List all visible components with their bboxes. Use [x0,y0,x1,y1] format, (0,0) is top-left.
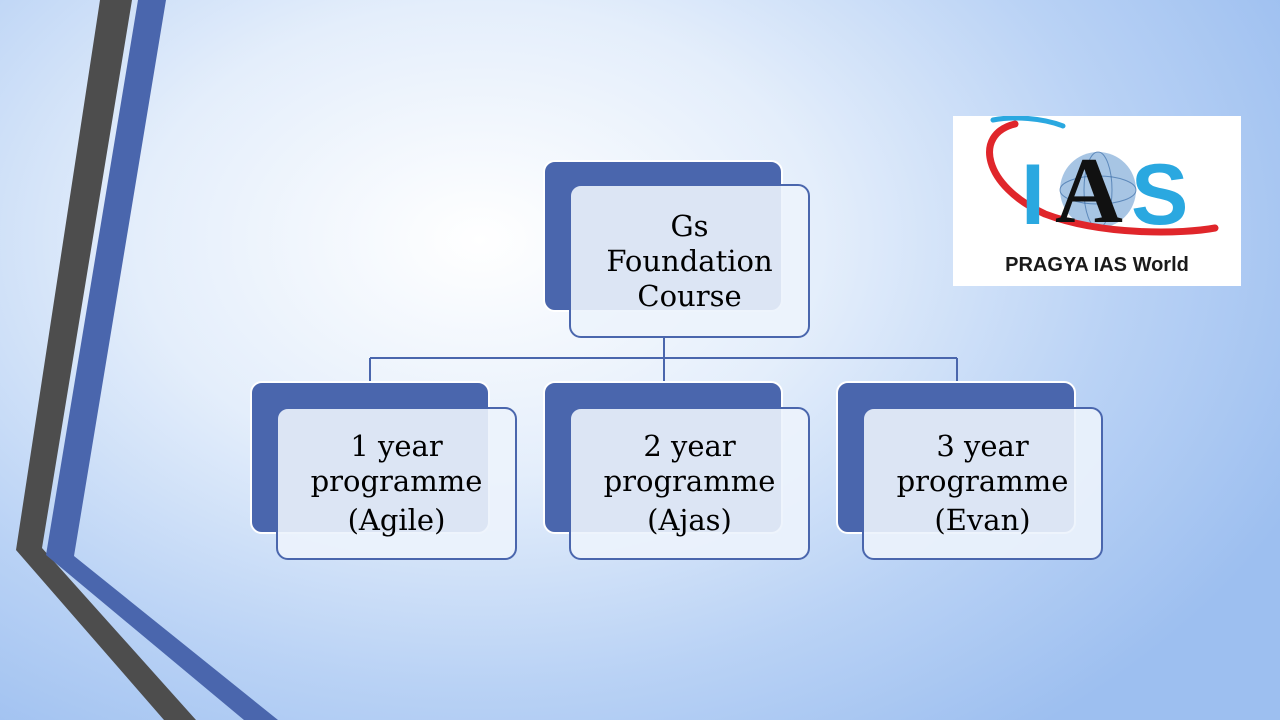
blue-swoosh [990,115,1066,129]
blue-stripe [46,0,278,720]
root-line-2: Foundation [606,243,773,278]
logo-letter-s: S [1131,147,1188,243]
dark-stripe [16,0,196,720]
logo-emblem: I A S [986,115,1219,243]
decorative-stripes [16,0,278,720]
child-1-line-1: 1 year [350,429,443,463]
child-3-line-3: (Evan) [934,503,1031,537]
root-node-front: Gs Foundation Course [569,184,810,338]
child-3-line-2: programme [896,464,1069,498]
red-swoosh [986,120,1219,236]
child-node-2-front: 2 year programme (Ajas) [569,407,810,560]
logo-letter-i: I [1021,147,1045,243]
child-3-line-1: 3 year [936,429,1029,463]
logo-name: PRAGYA IAS World [1005,254,1189,276]
child-node-3-front: 3 year programme (Evan) [862,407,1103,560]
logo-letter-a: A [1055,139,1123,243]
child-1-line-2: programme [310,464,483,498]
root-line-3: Course [637,278,742,313]
child-1-line-3: (Agile) [347,503,446,537]
child-2-line-3: (Ajas) [647,503,732,537]
globe-icon [1060,152,1136,228]
root-line-1: Gs [670,208,709,243]
pragya-ias-logo: I A S PRAGYA IAS World [953,115,1241,286]
child-node-1-front: 1 year programme (Agile) [276,407,517,560]
child-2-line-2: programme [603,464,776,498]
child-2-line-1: 2 year [643,429,736,463]
